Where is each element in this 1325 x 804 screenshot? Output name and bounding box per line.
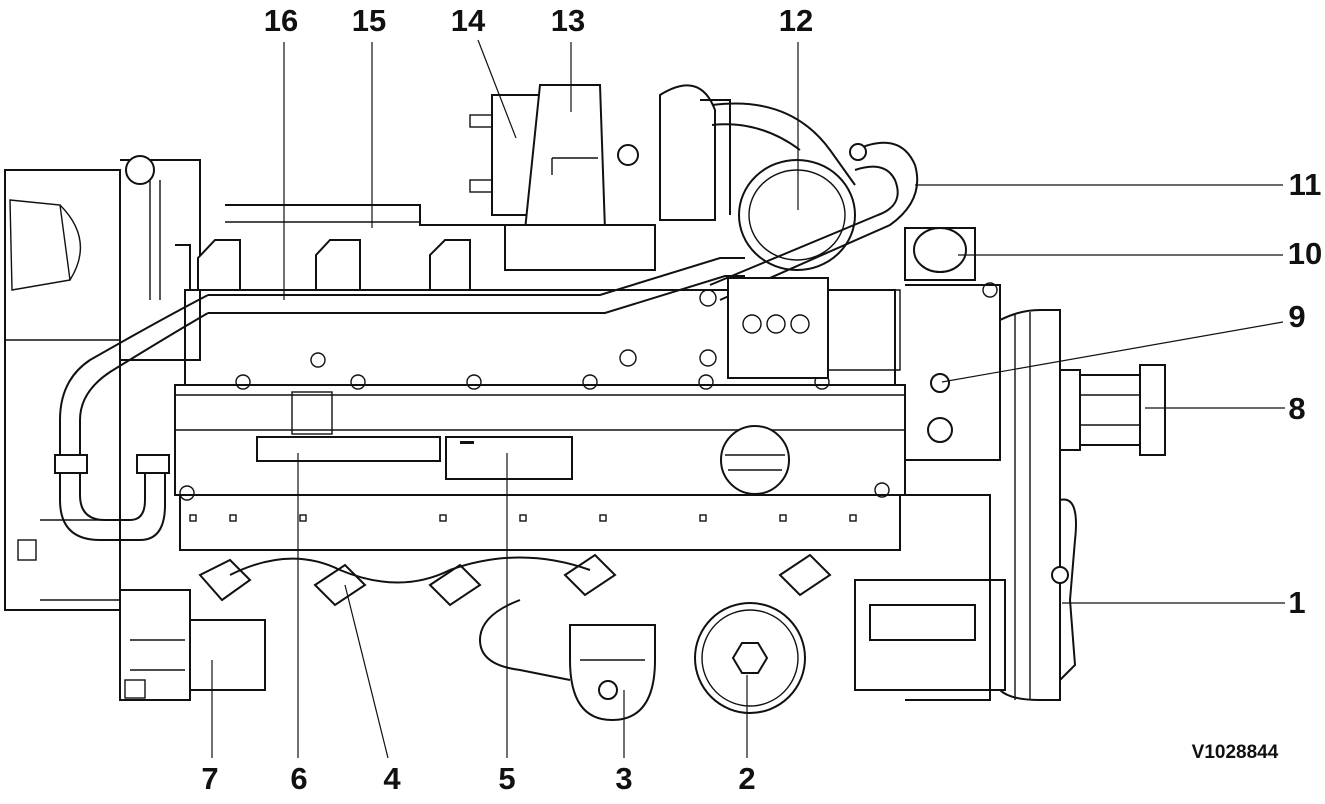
- callout-2: 2: [738, 761, 755, 796]
- fuel-filter: [478, 599, 656, 722]
- callout-6: 6: [290, 761, 307, 796]
- injector-caps: [197, 239, 471, 291]
- cylinder-head: [174, 289, 906, 496]
- callout-labels: 1 2 3 4 5 6 7 8 9 10 11 12 13 14 15 16: [201, 3, 1322, 796]
- fuel-pump: [619, 277, 901, 379]
- callout-10: 10: [1288, 236, 1322, 271]
- fuel-line: [54, 257, 745, 541]
- callout-9: 9: [1288, 299, 1305, 334]
- callout-12: 12: [779, 3, 813, 38]
- callout-11: 11: [1289, 167, 1322, 202]
- figure-id: V1028844: [1192, 742, 1279, 763]
- lower-rail-marks: [189, 514, 857, 522]
- air-intake-elbow: [711, 102, 856, 271]
- callout-16: 16: [264, 3, 298, 38]
- injector-connectors: [198, 553, 832, 607]
- coolant-pipe: [904, 227, 998, 298]
- leader-9: [941, 321, 1284, 383]
- leader-14: [477, 39, 517, 139]
- turbocharger: [469, 84, 731, 271]
- flywheel-housing: [4, 155, 201, 611]
- callout-4: 4: [383, 761, 401, 796]
- callout-3: 3: [615, 761, 632, 796]
- timing-cover: [905, 284, 1001, 461]
- callout-13: 13: [551, 3, 585, 38]
- cylinder-block: [179, 352, 901, 551]
- callout-8: 8: [1288, 391, 1305, 426]
- callout-5: 5: [498, 761, 515, 796]
- engine-drawing: [4, 84, 1166, 722]
- oil-filter: [694, 602, 806, 714]
- breather-hose: [709, 141, 919, 301]
- leader-lines: [211, 39, 1285, 759]
- callout-14: 14: [451, 3, 486, 38]
- engine-mount: [854, 494, 1077, 701]
- block-bolts: [179, 352, 890, 501]
- callout-1: 1: [1288, 585, 1305, 620]
- crankshaft-pulley: [999, 309, 1166, 701]
- starter-motor: [119, 589, 266, 701]
- callout-15: 15: [352, 3, 386, 38]
- leader-4: [344, 584, 389, 759]
- callout-7: 7: [201, 761, 218, 796]
